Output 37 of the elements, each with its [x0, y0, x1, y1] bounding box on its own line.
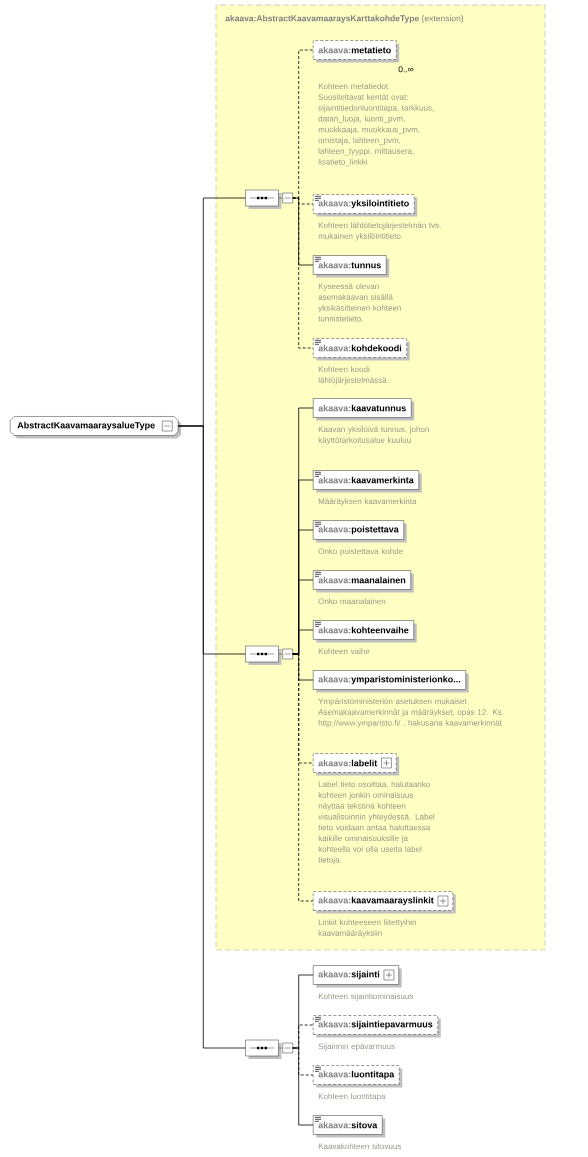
connector-line: [292, 653, 314, 902]
cardinality-label: 0..∞: [398, 66, 414, 73]
type-box: AbstractKaavamaaraysalueType: [10, 416, 182, 439]
element-box: akaava:tunnus: [313, 255, 390, 278]
description-text: Label tieto osoittaa, halutaanko kohteen jonkin ominaisuus näyttää tekstinä kohteen visualisoinnin yhteydessä. Label tieto voidaan antaa haluttaessa kaikille ominaisuuksille ja kohteella voi olla useita label tietoja.: [318, 781, 435, 865]
element-box: akaava:sijaintiepavarmuus: [313, 1015, 441, 1038]
description-text: Ympäristöministeriön asetuksen mukaiset Asemakaavamerkinnät ja määräykset, opas 12. Ks. http://www.ymparisto.fi/ , hakusana kaavamerkinnät: [318, 698, 504, 728]
element-box: akaava:kohteenvaihe: [313, 620, 417, 643]
element-box: akaava:poistettava: [313, 520, 407, 543]
element-box: akaava:sitova: [313, 1115, 386, 1138]
description-text: Kyseessä olevan asemakaavan sisällä yksikäsitteinen kohteen tunnistetieto.: [318, 283, 401, 322]
element-box: akaava:maanalainen: [313, 570, 414, 593]
description-text: Kaavakohteen sitovuus: [318, 1143, 402, 1150]
element-box: akaava:kaavamaarayslinkit: [313, 891, 456, 914]
description-text: Linkit kohteeseen liitettyihin kaavamääräyksiin: [318, 919, 416, 938]
element-box: akaava:yksilointitieto: [313, 194, 418, 217]
description-text: Onko maanalainen: [318, 598, 386, 605]
connector-line: [292, 1047, 314, 1126]
description-text: Sijainnin epävarmuus: [318, 1043, 395, 1051]
element-box: akaava:luontitapa: [313, 1065, 403, 1088]
description-text: Kohteen sijaintiominaisuus: [318, 993, 414, 1001]
description-text: Määräyksen kaavamerkinta: [318, 498, 417, 506]
element-box: akaava:kaavatunnus: [313, 398, 415, 421]
description-text: Kohteen vaihe: [318, 648, 370, 655]
description-text: Kohteen luontitapa: [318, 1093, 386, 1101]
element-box: akaava:kohdekoodi: [313, 338, 410, 361]
connector-line: [292, 197, 314, 349]
element-box: akaava:metatieto: [313, 40, 400, 63]
description-text: Onko poistettava kohde: [318, 548, 403, 556]
description-text: Kohteen koodi lähtöjärjestelmässä: [318, 366, 387, 385]
element-box: akaava:ymparistoministerionko...: [313, 670, 469, 693]
connector-line: [177, 425, 246, 1049]
description-text: Kohteen lähtötietojärjestelmän tvs. mukainen yksilöintitieto: [318, 222, 441, 241]
description-text: Kaavan yksilöivä tunnus, johon käyttötarkoitusalue kuuluu: [318, 426, 429, 445]
description-text: Kohteen metatiedot. Suositeltavat kentät ovat: sijaintitiedonluontitapa, tarkkuus, datan_luoja, luonti_pvm, muokkaaja, muokkaus_pvm, omistaja, lahteen_pvm, lahteen_tyyppi, mittausera, lisatieto_linkki: [318, 83, 434, 167]
element-box: akaava:kaavamerkinta: [313, 470, 422, 493]
element-box: akaava:sijainti: [313, 965, 402, 988]
